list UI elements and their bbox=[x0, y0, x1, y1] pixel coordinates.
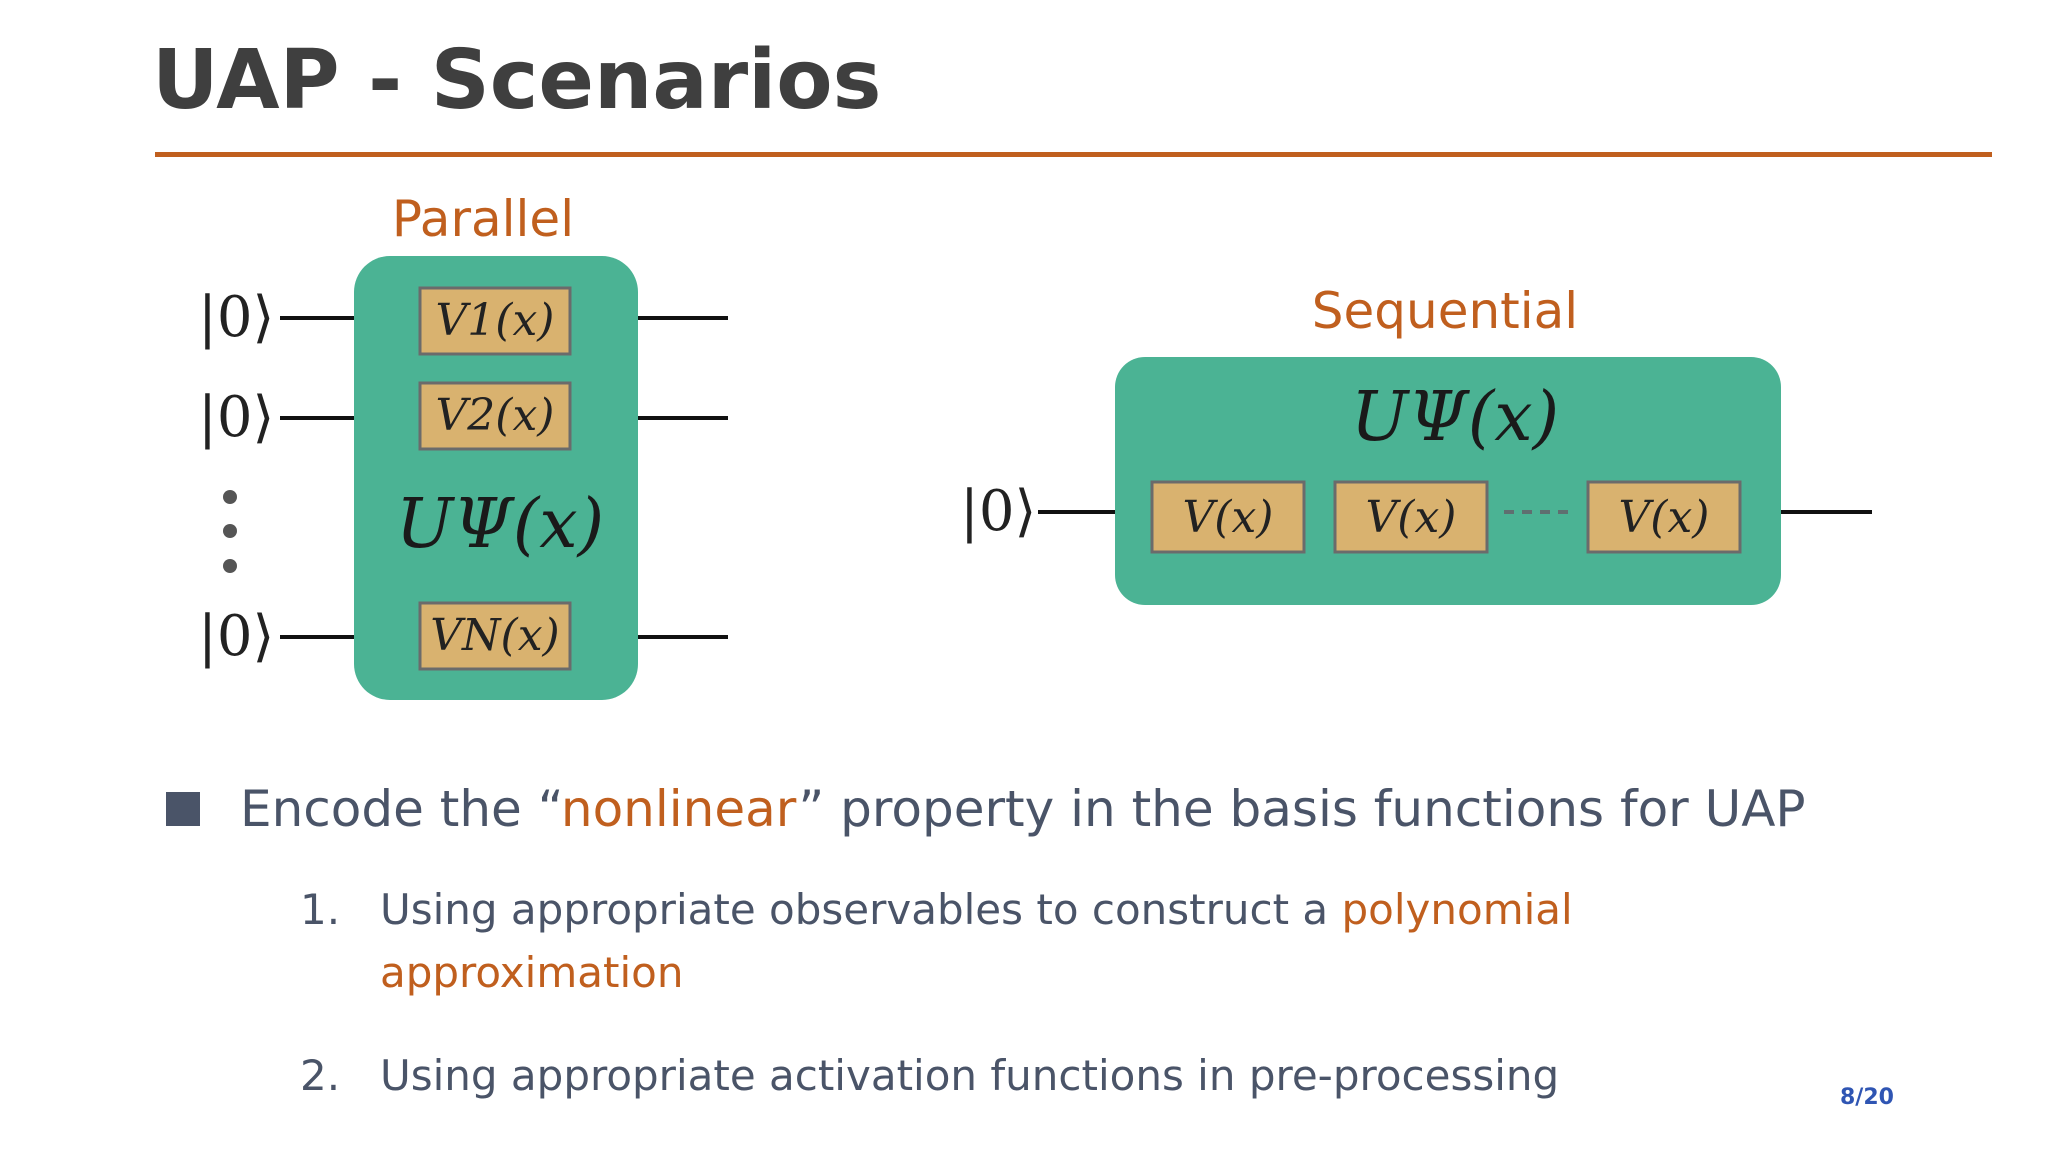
parallel-ket-n: |0⟩ bbox=[198, 604, 274, 669]
list-item-text: Using appropriate activation functions i… bbox=[380, 1051, 1560, 1100]
parallel-operator-label: UΨ(x) bbox=[396, 485, 604, 564]
parallel-gate-n bbox=[418, 601, 572, 671]
main-bullet-highlight: nonlinear bbox=[560, 780, 799, 838]
parallel-gate-1 bbox=[418, 286, 572, 356]
parallel-ket-2: |0⟩ bbox=[198, 385, 274, 450]
list-item-text: Using appropriate observables to constru… bbox=[380, 878, 1600, 1004]
ellipsis-dot bbox=[223, 524, 237, 538]
list-item-highlight: polynomial approximation bbox=[380, 885, 1573, 997]
main-bullet-after: ” property in the basis functions for UA… bbox=[798, 780, 1806, 838]
bullet-square-icon bbox=[166, 792, 200, 826]
numbered-list: 1. Using appropriate observables to cons… bbox=[300, 878, 1600, 1147]
parallel-circuit: Parallel |0⟩ |0⟩ |0⟩ V1(x) V2(x) UΨ(x) V… bbox=[198, 190, 728, 700]
list-item: 1. Using appropriate observables to cons… bbox=[300, 878, 1600, 1004]
ellipsis-dot bbox=[223, 559, 237, 573]
main-bullet-text: Encode the “nonlinear” property in the b… bbox=[240, 780, 1806, 838]
sequential-gate-n bbox=[1586, 480, 1742, 554]
ellipsis-dot bbox=[223, 490, 237, 504]
parallel-ket-1: |0⟩ bbox=[198, 285, 274, 350]
parallel-gate-2-label: V2(x) bbox=[436, 390, 555, 441]
list-item: 2. Using appropriate activation function… bbox=[300, 1044, 1600, 1107]
sequential-gate-n-label: V(x) bbox=[1619, 492, 1710, 543]
list-item-number: 1. bbox=[300, 885, 341, 934]
sequential-operator-label: UΨ(x) bbox=[1351, 378, 1559, 457]
sequential-ket: |0⟩ bbox=[960, 479, 1036, 544]
parallel-unitary-box bbox=[354, 256, 638, 700]
parallel-gate-2 bbox=[418, 381, 572, 451]
page-number: 8/20 bbox=[1840, 1085, 1894, 1110]
sequential-label: Sequential bbox=[1312, 282, 1578, 340]
sequential-gate-2-label: V(x) bbox=[1366, 492, 1457, 543]
main-bullet-before: Encode the “ bbox=[240, 780, 561, 838]
sequential-gate-2 bbox=[1333, 480, 1489, 554]
parallel-label: Parallel bbox=[392, 190, 574, 248]
sequential-circuit: Sequential |0⟩ UΨ(x) V(x) V(x) V(x) bbox=[960, 282, 1872, 605]
main-bullet: Encode the “nonlinear” property in the b… bbox=[166, 780, 1806, 838]
circuit-diagram: Parallel |0⟩ |0⟩ |0⟩ V1(x) V2(x) UΨ(x) V… bbox=[198, 190, 1872, 700]
sequential-gate-1-label: V(x) bbox=[1183, 492, 1274, 543]
slide-title: UAP - Scenarios bbox=[152, 33, 882, 128]
list-item-text-main: Using appropriate observables to constru… bbox=[380, 885, 1342, 934]
title-rule bbox=[155, 152, 1992, 157]
sequential-gate-1 bbox=[1150, 480, 1306, 554]
parallel-gate-1-label: V1(x) bbox=[436, 295, 555, 346]
parallel-gate-n-label: VN(x) bbox=[430, 610, 559, 661]
list-item-number: 2. bbox=[300, 1051, 341, 1100]
